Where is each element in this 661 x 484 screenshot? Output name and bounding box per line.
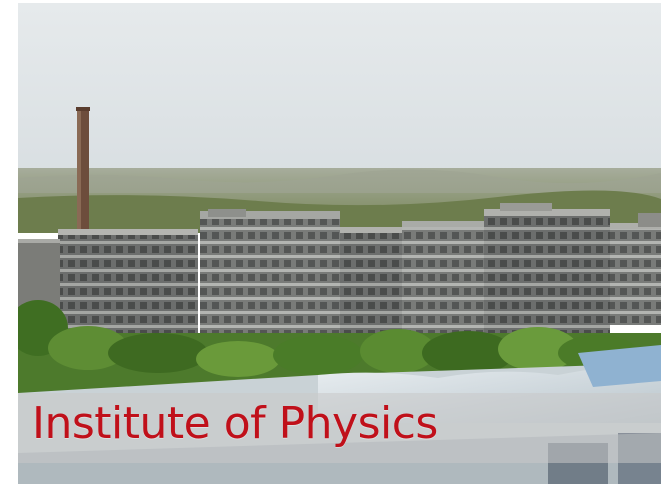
photo-frame [18, 3, 661, 484]
institute-title: Institute of Physics [32, 398, 438, 449]
building-icon [18, 203, 661, 345]
chimney-icon [76, 107, 90, 237]
caption-band [18, 393, 661, 463]
